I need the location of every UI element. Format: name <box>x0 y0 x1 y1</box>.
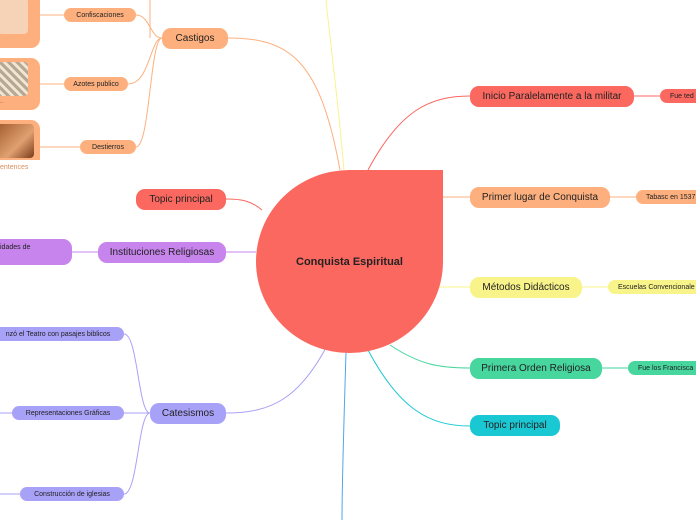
subtopic-azotes-publico[interactable]: Azotes publico <box>64 77 128 91</box>
topic-principal-right[interactable]: Topic principal <box>470 415 560 436</box>
topic-primera-orden[interactable]: Primera Orden Religiosa <box>470 358 602 379</box>
subtopic-confiscaciones[interactable]: Confiscaciones <box>64 8 136 22</box>
topic-inicio-paralelamente[interactable]: Inicio Paralelamente a la militar <box>470 86 634 107</box>
central-topic[interactable]: Conquista Espiritual <box>256 170 443 353</box>
subtopic-construccion-iglesias[interactable]: Construcción de iglesias <box>20 487 124 501</box>
photo-thumbnail <box>0 0 28 34</box>
subtopic-teatro[interactable]: nzó el Teatro con pasajes biblicos <box>0 327 124 341</box>
image-card-destierros <box>0 120 40 160</box>
topic-catesismos[interactable]: Catesismos <box>150 403 226 424</box>
photo-thumbnail <box>0 124 34 158</box>
subtopic-escuelas-convencionales[interactable]: Escuelas Convencionale <box>608 280 696 294</box>
image-card-azotes: .... <box>0 58 40 110</box>
topic-instituciones-religiosas[interactable]: Instituciones Religiosas <box>98 242 226 263</box>
photo-thumbnail <box>0 62 28 96</box>
subtopic-instituciones[interactable]: idades de <box>0 239 72 265</box>
topic-castigos[interactable]: Castigos <box>162 28 228 49</box>
image-caption: .... <box>0 98 4 105</box>
subtopic-tabasco[interactable]: Tabasc en 1537 <box>636 190 696 204</box>
subtopic-destierros[interactable]: Destierros <box>80 140 136 154</box>
subtopic-fue-ted[interactable]: Fue ted <box>660 89 696 103</box>
subtopic-representaciones-graficas[interactable]: Representaciones Gráficas <box>12 406 124 420</box>
topic-metodos-didacticos[interactable]: Métodos Didácticos <box>470 277 582 298</box>
image-card-confiscaciones <box>0 0 40 48</box>
image-caption: entences <box>0 164 29 171</box>
topic-primer-lugar[interactable]: Primer lugar de Conquista <box>470 187 610 208</box>
topic-principal-left[interactable]: Topic principal <box>136 189 226 210</box>
subtopic-franciscanos[interactable]: Fue los Francisca <box>628 361 696 375</box>
